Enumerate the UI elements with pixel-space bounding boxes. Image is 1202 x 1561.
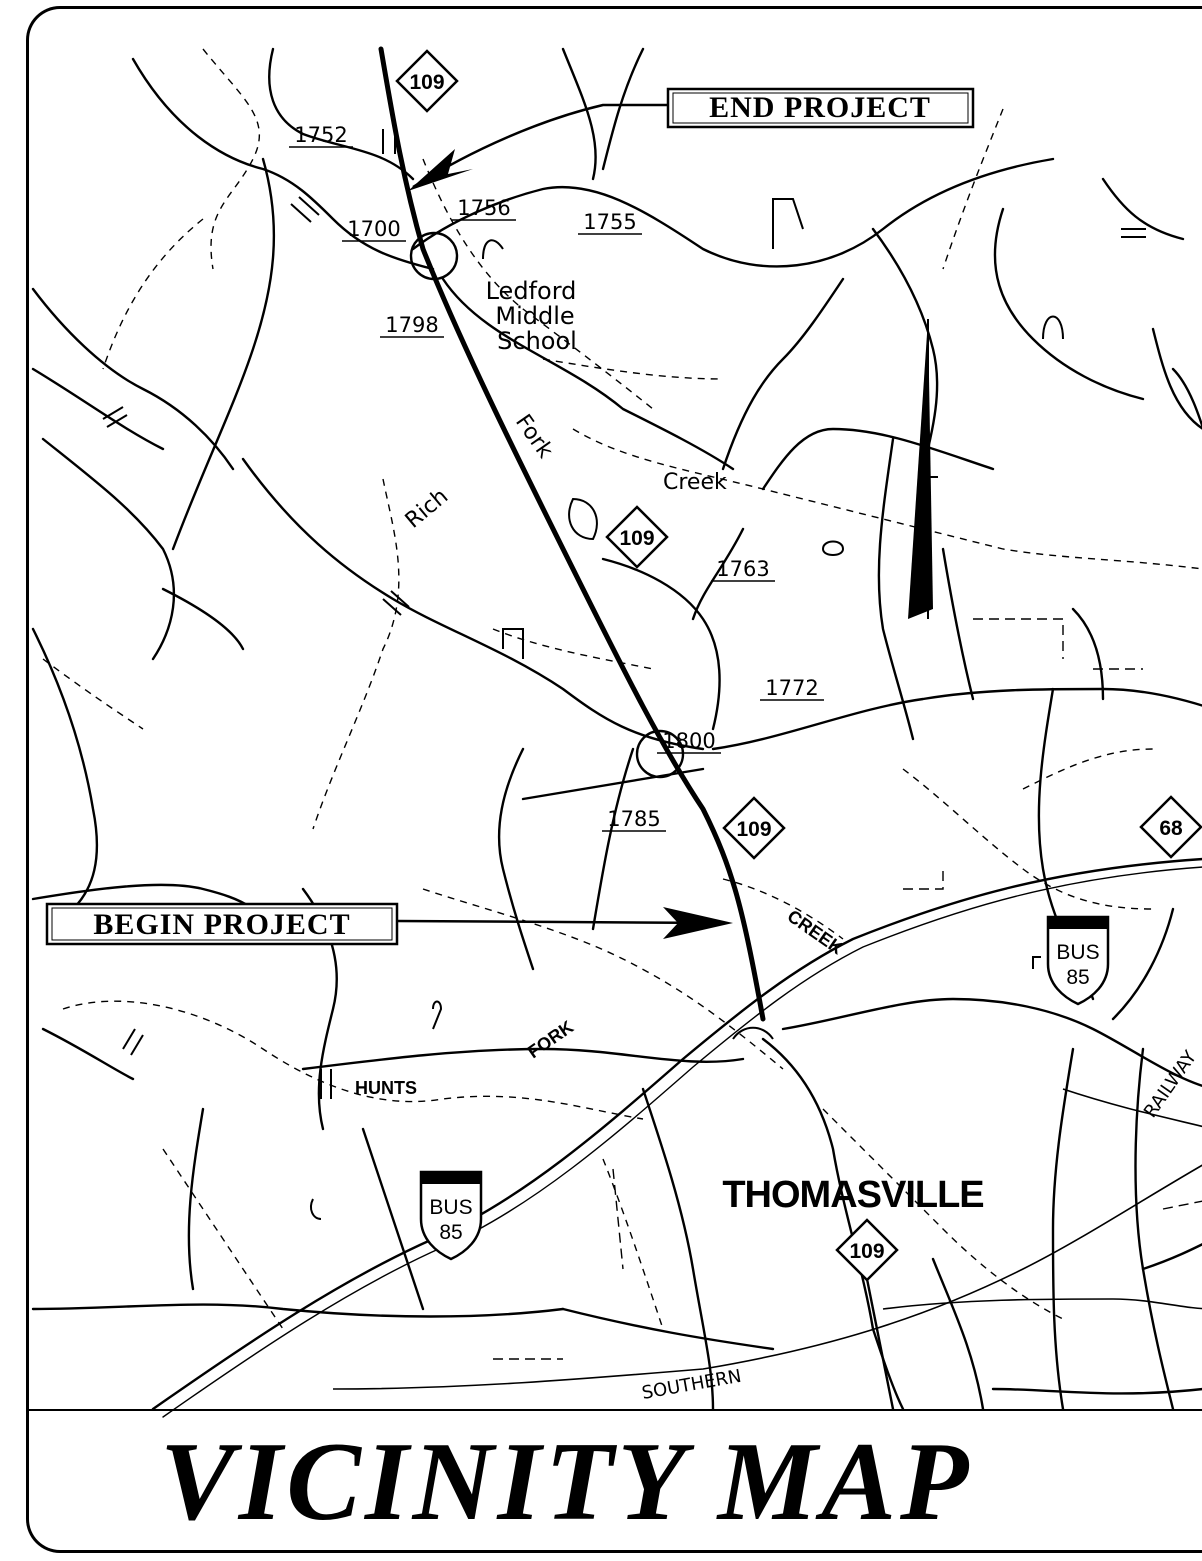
rail-labels: SOUTHERN RAILWAY [640, 1046, 1201, 1404]
road-label-1763: 1763 [716, 557, 769, 581]
town-label: THOMASVILLE [722, 1174, 983, 1216]
road-label-1772: 1772 [765, 676, 818, 700]
svg-text:Middle: Middle [495, 302, 574, 330]
end-project-callout: END PROJECT [408, 87, 975, 191]
vicinity-map: END PROJECT BEGIN PROJECT 1752 1700 1756… [31, 46, 1202, 1418]
interstate-shield-icon: BUS 85 BUS 85 [419, 915, 1110, 1261]
interstate-85-business [151, 857, 1202, 1418]
project-route-nc109 [378, 46, 766, 1022]
route-shield-icon: 109 109 109 109 68 [395, 49, 1202, 1282]
end-project-label: END PROJECT [709, 91, 931, 124]
route-109-north: 109 [409, 71, 444, 94]
map-frame: END PROJECT BEGIN PROJECT 1752 1700 1756… [26, 6, 1202, 1553]
north-arrow-icon [908, 319, 938, 619]
road-label-1800: 1800 [662, 729, 715, 753]
road-label-1755: 1755 [583, 210, 636, 234]
svg-text:CREEK: CREEK [784, 906, 847, 959]
route-68: 68 [1159, 817, 1183, 840]
bus85-east-top: BUS [1056, 941, 1099, 964]
streams [42, 48, 1202, 1330]
map-features [310, 198, 1064, 1220]
title-divider [28, 1409, 1202, 1411]
begin-project-label: BEGIN PROJECT [93, 908, 350, 941]
svg-text:RAILWAY: RAILWAY [1140, 1046, 1202, 1122]
roads [31, 47, 1202, 1411]
svg-text:SOUTHERN: SOUTHERN [640, 1366, 743, 1404]
road-label-1700: 1700 [347, 217, 400, 241]
svg-text:School: School [497, 327, 577, 355]
road-label-1756: 1756 [457, 196, 510, 220]
road-label-1798: 1798 [385, 313, 438, 337]
svg-text:Rich: Rich [401, 484, 453, 534]
svg-text:HUNTS: HUNTS [355, 1078, 417, 1098]
svg-text:Creek: Creek [663, 470, 727, 495]
svg-text:Ledford: Ledford [486, 277, 577, 305]
intersection-marker-1800 [635, 729, 685, 779]
bus85-west-bottom: 85 [439, 1221, 462, 1244]
route-109-south: 109 [736, 818, 771, 841]
bus85-west-top: BUS [429, 1196, 472, 1219]
intersection-marker-1700 [409, 231, 459, 281]
begin-project-callout: BEGIN PROJECT [45, 902, 733, 946]
southern-railway [332, 1088, 1202, 1390]
bus85-east-bottom: 85 [1066, 966, 1089, 989]
svg-text:FORK: FORK [524, 1017, 577, 1063]
route-109-thomasville: 109 [849, 1240, 884, 1263]
route-109-middle: 109 [619, 527, 654, 550]
school-label: Ledford Middle School [486, 277, 577, 355]
water-labels: Rich Fork Creek HUNTS FORK CREEK [355, 410, 847, 1098]
road-label-1752: 1752 [294, 123, 347, 147]
bridge-icon [102, 129, 1146, 1099]
road-number-labels: 1752 1700 1756 1755 1798 1763 1772 1800 … [289, 123, 824, 832]
map-title: VICINITY MAP [160, 1420, 973, 1544]
local-streets [493, 618, 1202, 1360]
road-label-1785: 1785 [607, 807, 660, 831]
